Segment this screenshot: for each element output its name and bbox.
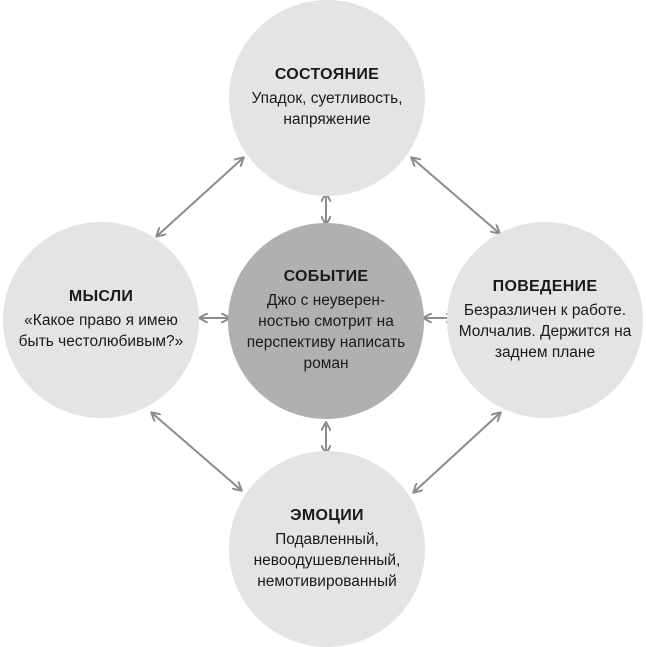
- state-text-line-1: Упадок, суетливость,: [251, 90, 403, 107]
- arrow-thoughts-emotions: [152, 413, 241, 490]
- thoughts-circle: МЫСЛИ «Какое право я имею быть честолюби…: [3, 222, 199, 418]
- event-circle: СОБЫТИЕ Джо с неуверен- ностью смотрит н…: [228, 223, 424, 419]
- behavior-title: ПОВЕДЕНИЕ: [492, 277, 598, 295]
- emotions-text-line-1: Подавленный,: [275, 530, 379, 548]
- behavior-text-line-2: Молчалив. Держится на: [458, 322, 632, 340]
- thoughts-title: МЫСЛИ: [68, 288, 134, 305]
- event-text-line-4: роман: [303, 355, 349, 372]
- event-text-line-1: Джо с неуверен-: [266, 292, 386, 309]
- behavior-text-line-3: заднем плане: [494, 343, 596, 361]
- event-title: СОБЫТИЕ: [283, 268, 369, 285]
- emotions-text-line-3: немотивированный: [257, 572, 397, 590]
- emotions-text-line-2: невоодушевленный,: [253, 551, 401, 569]
- arrow-state-thoughts: [157, 158, 243, 236]
- event-text-line-2: ностью смотрит на: [258, 313, 394, 330]
- state-circle: СОСТОЯНИЕ Упадок, суетливость, напряжени…: [229, 0, 425, 196]
- thoughts-text-line-2: быть честолюбивым?»: [18, 333, 184, 350]
- emotions-circle: ЭМОЦИИ Подавленный, невоодушевленный, не…: [229, 451, 425, 647]
- behavior-circle: ПОВЕДЕНИЕ Безразличен к работе. Молчалив…: [447, 222, 643, 418]
- thoughts-text-line-1: «Какое право я имею: [24, 312, 178, 329]
- state-text-line-2: напряжение: [283, 111, 371, 128]
- state-title: СОСТОЯНИЕ: [274, 66, 380, 83]
- arrow-state-behavior: [412, 158, 499, 233]
- behavior-text-line-1: Безразличен к работе.: [463, 301, 627, 319]
- emotions-title: ЭМОЦИИ: [290, 506, 364, 524]
- arrow-behavior-emotions: [414, 413, 500, 492]
- event-text-line-3: перспективу написать: [246, 334, 406, 351]
